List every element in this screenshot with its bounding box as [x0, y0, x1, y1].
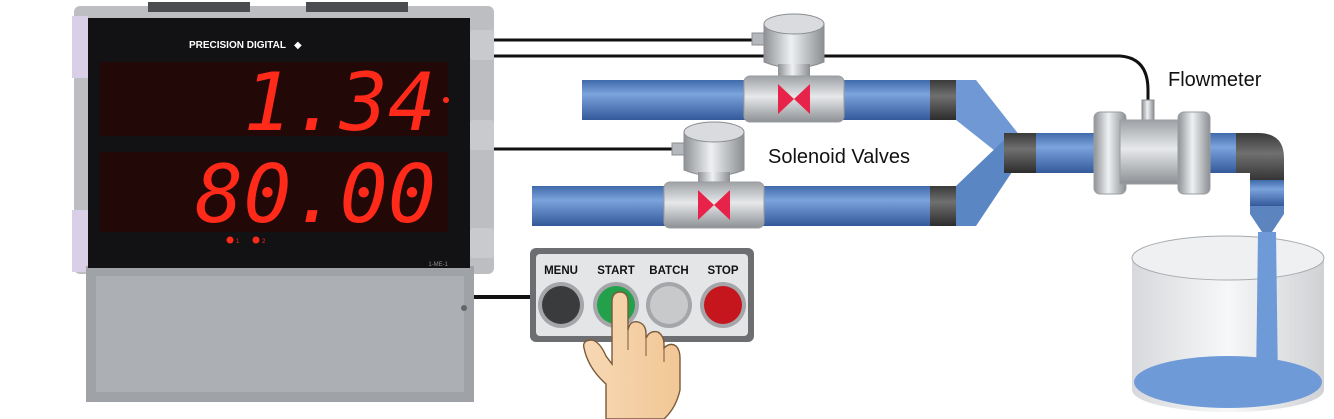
- bottom-display-value: 80.00: [195, 148, 436, 241]
- top-display-window: [100, 62, 448, 136]
- tank-rim: [1131, 235, 1325, 281]
- brand-label: PRECISION DIGITAL: [189, 40, 286, 51]
- top-display-value: 1.34: [243, 56, 436, 149]
- indicator-1-label: 1: [236, 239, 240, 245]
- start-label: START: [597, 265, 634, 277]
- menu-button[interactable]: [542, 286, 580, 324]
- pointing-hand-icon: [582, 291, 681, 419]
- model-tag: 1-ME-1: [428, 262, 448, 268]
- stop-button[interactable]: [704, 286, 742, 324]
- main-pipe: [1036, 133, 1100, 173]
- collection-tank: [1131, 232, 1325, 412]
- flowmeter-body: [1119, 119, 1185, 185]
- junction-coupling: [1004, 133, 1036, 173]
- bottom-display-window: [100, 152, 448, 232]
- down-pipe: [1250, 180, 1284, 206]
- indicator-2-led: [252, 236, 260, 244]
- valve-1-connector: [751, 32, 765, 46]
- left-hinge-bottom: [72, 210, 88, 272]
- upper-pipe-coupling: [930, 80, 956, 120]
- water-stream: [1256, 232, 1278, 384]
- menu-label: MENU: [544, 265, 578, 277]
- outlet-nozzle: [1250, 206, 1284, 232]
- flowmeter-label: Flowmeter: [1168, 69, 1262, 91]
- solenoid-valves-label: Solenoid Valves: [768, 146, 910, 168]
- solenoid-valve-2: [663, 121, 765, 229]
- batch-label: BATCH: [649, 265, 688, 277]
- valve-1-bowtie-icon: [778, 84, 810, 114]
- valve-2-bowtie-icon: [698, 190, 730, 220]
- brand-symbol-icon: ◆: [294, 40, 302, 51]
- signal-wires: [468, 38, 1150, 299]
- wire-flowmeter: [490, 54, 1150, 106]
- indicator-2-label: 2: [262, 239, 266, 245]
- digital-meter: PRECISION DIGITAL ◆ 1.34 80.00 1 2 1-ME-…: [72, 2, 494, 402]
- batch-button[interactable]: [650, 286, 688, 324]
- flowmeter: [1093, 99, 1211, 195]
- indicator-1-led: [226, 236, 234, 244]
- left-hinge-top: [72, 16, 88, 78]
- elbow-fitting: [1236, 133, 1284, 184]
- stop-label: STOP: [707, 265, 738, 277]
- lower-pipe-coupling: [930, 186, 956, 226]
- tank-water: [1134, 356, 1322, 408]
- flowmeter-sensor: [1141, 99, 1155, 123]
- solenoid-valve-1: [743, 13, 845, 123]
- valve-2-connector: [671, 142, 685, 156]
- flowmeter-flange-right: [1177, 111, 1211, 195]
